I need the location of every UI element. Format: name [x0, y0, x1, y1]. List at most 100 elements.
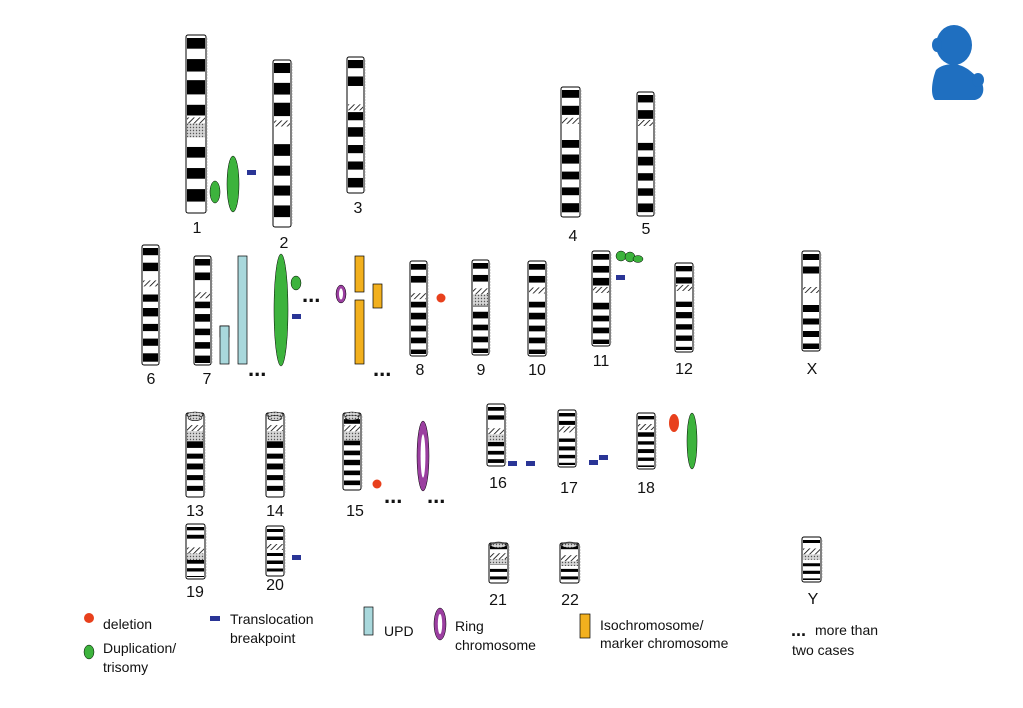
legend-duplication-label-line2: trisomy	[103, 659, 148, 675]
dup-chr11-c	[632, 255, 644, 263]
legend-ring-label-line1: Ring	[455, 618, 484, 634]
chromosome-11	[591, 250, 612, 347]
upd-chr7-long	[237, 255, 248, 365]
legend-isochromosome-swatch	[579, 613, 591, 639]
trl-chr20	[292, 555, 301, 560]
chr-label-14: 14	[266, 503, 284, 520]
iso-chr7-upper	[354, 255, 365, 293]
chromosome-5	[636, 91, 656, 217]
more-cases-dots-chr7: ...	[248, 356, 266, 381]
trl-chr16-a	[508, 461, 517, 466]
legend-translocation-label-line2: breakpoint	[230, 630, 295, 646]
trl-chr11	[616, 275, 625, 280]
chr-label-9: 9	[477, 362, 486, 379]
chromosome-X	[801, 250, 822, 352]
legend-ring-label-line2: chromosome	[455, 637, 536, 653]
legend-more-label-line2: two cases	[792, 642, 854, 658]
legend-translocation-swatch	[210, 616, 220, 621]
chromosome-6	[141, 244, 161, 366]
chromosome-22	[559, 541, 581, 584]
child-icon	[932, 25, 984, 100]
chromosome-7	[193, 255, 213, 366]
dup-chr18	[686, 412, 698, 470]
upd-chr7-short-box	[219, 325, 230, 365]
chromosome-16	[486, 403, 507, 467]
chr-label-7: 7	[203, 371, 212, 388]
legend-duplication-label-line1: Duplication/	[103, 640, 176, 656]
legend-more-dots: ...	[791, 620, 806, 640]
legend: deletion Duplication/ trisomy Translocat…	[83, 606, 878, 675]
more-cases-dots-chr15-del: ...	[384, 483, 402, 508]
legend-isochromosome-label-line1: Isochromosome/	[600, 617, 704, 633]
chr-label-11: 11	[593, 353, 610, 370]
legend-isochromosome-label-line2: marker chromosome	[600, 635, 729, 651]
legend-translocation-label-line1: Translocation	[230, 611, 314, 627]
chr-label-4: 4	[569, 228, 578, 245]
chromosome-19	[185, 523, 207, 580]
del-chr18	[669, 414, 679, 432]
chr-label-18: 18	[637, 480, 655, 497]
chr-label-8: 8	[416, 362, 425, 379]
del-chr8	[436, 293, 446, 303]
chromosome-4	[560, 86, 582, 218]
chr-label-1: 1	[193, 220, 202, 237]
chromosome-2	[272, 59, 293, 228]
chromosome-15	[342, 411, 363, 491]
legend-upd-swatch	[363, 606, 374, 636]
chr-label-X: X	[807, 361, 818, 378]
chr-label-10: 10	[528, 362, 546, 379]
chromosome-17	[557, 409, 578, 468]
legend-upd-label: UPD	[384, 623, 414, 639]
chr-label-21: 21	[489, 592, 507, 609]
trl-chr17-a	[589, 460, 598, 465]
ring-chr15-hole	[420, 434, 426, 478]
iso-chr7-lower	[354, 299, 365, 365]
chr-label-12: 12	[675, 361, 693, 378]
trl-chr1	[247, 170, 256, 175]
legend-deletion-label: deletion	[103, 616, 152, 632]
chromosome-Y	[801, 536, 823, 583]
legend-ring-hole	[437, 614, 443, 634]
more-cases-dots-chr7-iso: ...	[373, 356, 391, 381]
chr-label-17: 17	[560, 480, 578, 497]
chromosome-8	[409, 260, 429, 357]
chr-label-15: 15	[346, 503, 364, 520]
dup-chr7-trisomy	[273, 253, 289, 367]
dup-chr1-small	[209, 180, 221, 204]
chr-label-3: 3	[354, 200, 363, 217]
legend-deletion-swatch	[84, 613, 94, 623]
trl-chr7	[292, 314, 301, 319]
dup-chr11-a	[615, 250, 627, 262]
legend-duplication-swatch	[83, 644, 95, 660]
chr-label-13: 13	[186, 503, 204, 520]
chromosome-14	[265, 411, 286, 498]
chromosome-20	[265, 525, 286, 577]
more-cases-dots-chr15-ring: ...	[427, 483, 445, 508]
chr-label-20: 20	[266, 577, 284, 594]
dup-chr7-small	[290, 275, 302, 291]
iso-chr7-marker	[372, 283, 383, 309]
del-chr15	[372, 479, 382, 489]
chr-label-16: 16	[489, 475, 507, 492]
chr-label-2: 2	[280, 235, 289, 252]
chr-label-Y: Y	[808, 591, 819, 608]
chromosome-9	[471, 259, 491, 356]
dup-chr1-large	[226, 155, 240, 213]
ring-chr7-hole	[339, 288, 343, 300]
chr-label-6: 6	[147, 371, 156, 388]
legend-more-label-line1: more than	[815, 622, 878, 638]
chromosome-3	[346, 56, 366, 194]
chr-label-19: 19	[186, 584, 204, 601]
more-cases-dots-chr7-trisomy: ...	[302, 282, 320, 307]
trl-chr17-b	[599, 455, 608, 460]
chromosome-1	[185, 34, 208, 214]
chromosome-13	[185, 411, 206, 498]
chromosome-18	[636, 412, 657, 470]
chromosome-12	[674, 262, 695, 353]
trl-chr16-b	[526, 461, 535, 466]
chromosome-21	[488, 541, 510, 584]
chromosome-10	[527, 260, 548, 357]
chr-label-22: 22	[561, 592, 579, 609]
chr-label-5: 5	[642, 221, 651, 238]
